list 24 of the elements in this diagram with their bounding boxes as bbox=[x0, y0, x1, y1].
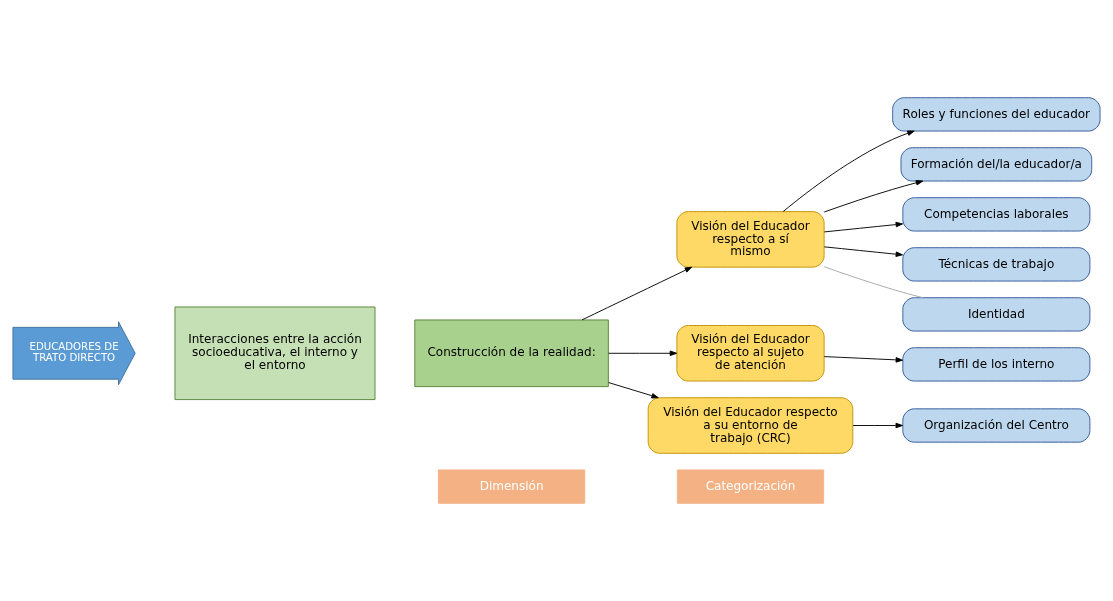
arrow bbox=[823, 356, 903, 363]
node-box: Interacciones entre la acción socioeducativa, el interno y el entorno bbox=[174, 306, 376, 401]
node-box: Organización del Centro bbox=[902, 408, 1091, 443]
node-box: Perfil de los interno bbox=[902, 347, 1091, 382]
node-box: Competencias laborales bbox=[902, 197, 1091, 232]
connector bbox=[823, 266, 924, 299]
arrow bbox=[823, 221, 903, 233]
arrow bbox=[823, 246, 903, 257]
node-box: Visión del Educador respecto al sujeto de atención bbox=[676, 325, 825, 382]
arrow bbox=[608, 350, 678, 356]
node-box: Técnicas de trabajo bbox=[902, 247, 1091, 282]
arrow bbox=[823, 180, 924, 213]
arrow bbox=[608, 382, 659, 399]
arrow bbox=[852, 422, 903, 429]
node-box: Categorización bbox=[676, 469, 825, 504]
arrow bbox=[581, 266, 693, 321]
node-box: Visión del Educador respecto a sí mismo bbox=[676, 211, 825, 268]
node-box: Dimensión bbox=[437, 469, 586, 504]
node-box: Roles y funciones del educador bbox=[892, 97, 1101, 132]
arrow bbox=[782, 130, 915, 212]
node-box: Identidad bbox=[902, 297, 1091, 332]
node-box: Construcción de la realidad: bbox=[414, 319, 609, 388]
node-box: Visión del Educador respecto a su entorno de trabajo (CRC) bbox=[647, 397, 854, 454]
node-box: Formación del/la educador/a bbox=[900, 147, 1093, 182]
